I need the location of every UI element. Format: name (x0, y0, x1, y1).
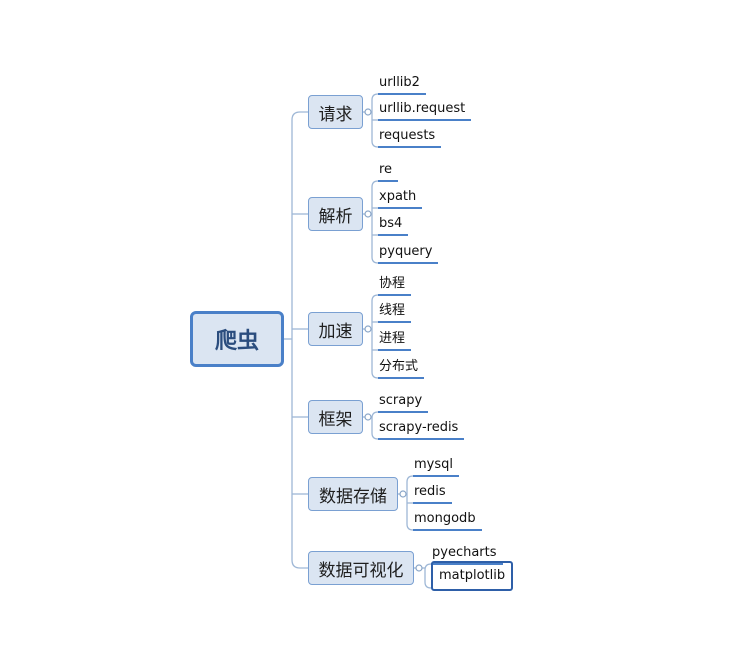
leaf-node[interactable]: scrapy (378, 391, 429, 413)
leaf-node[interactable]: re (378, 160, 399, 182)
collapse-toggle-icon (415, 564, 423, 572)
leaf-node[interactable]: pyquery (378, 242, 439, 264)
collapse-toggle-icon (364, 108, 372, 116)
leaf-node[interactable]: 分布式 (378, 357, 425, 379)
leaf-node[interactable]: 进程 (378, 329, 412, 351)
category-node[interactable]: 请求 (308, 95, 363, 129)
leaf-node[interactable]: bs4 (378, 214, 409, 236)
leaf-node[interactable]: pyecharts (431, 543, 503, 565)
collapse-toggle-icon (364, 325, 372, 333)
root-node[interactable]: 爬虫 (190, 311, 284, 367)
category-node[interactable]: 数据存储 (308, 477, 398, 511)
category-node[interactable]: 解析 (308, 197, 363, 231)
collapse-toggle-icon (364, 413, 372, 421)
collapse-toggle-icon (364, 210, 372, 218)
leaf-node[interactable]: 协程 (378, 274, 412, 296)
leaf-node[interactable]: mysql (413, 455, 459, 477)
leaf-node[interactable]: xpath (378, 187, 423, 209)
collapse-toggle-icon (399, 490, 407, 498)
category-node[interactable]: 数据可视化 (308, 551, 414, 585)
leaf-node[interactable]: urllib.request (378, 99, 472, 121)
leaf-node[interactable]: 线程 (378, 301, 412, 323)
category-node[interactable]: 加速 (308, 312, 363, 346)
leaf-node-selected[interactable]: matplotlib (431, 561, 514, 591)
leaf-node[interactable]: mongodb (413, 509, 482, 531)
category-node[interactable]: 框架 (308, 400, 363, 434)
leaf-node[interactable]: requests (378, 126, 442, 148)
leaf-node[interactable]: urllib2 (378, 73, 426, 95)
leaf-node[interactable]: scrapy-redis (378, 418, 465, 440)
leaf-node[interactable]: redis (413, 482, 452, 504)
